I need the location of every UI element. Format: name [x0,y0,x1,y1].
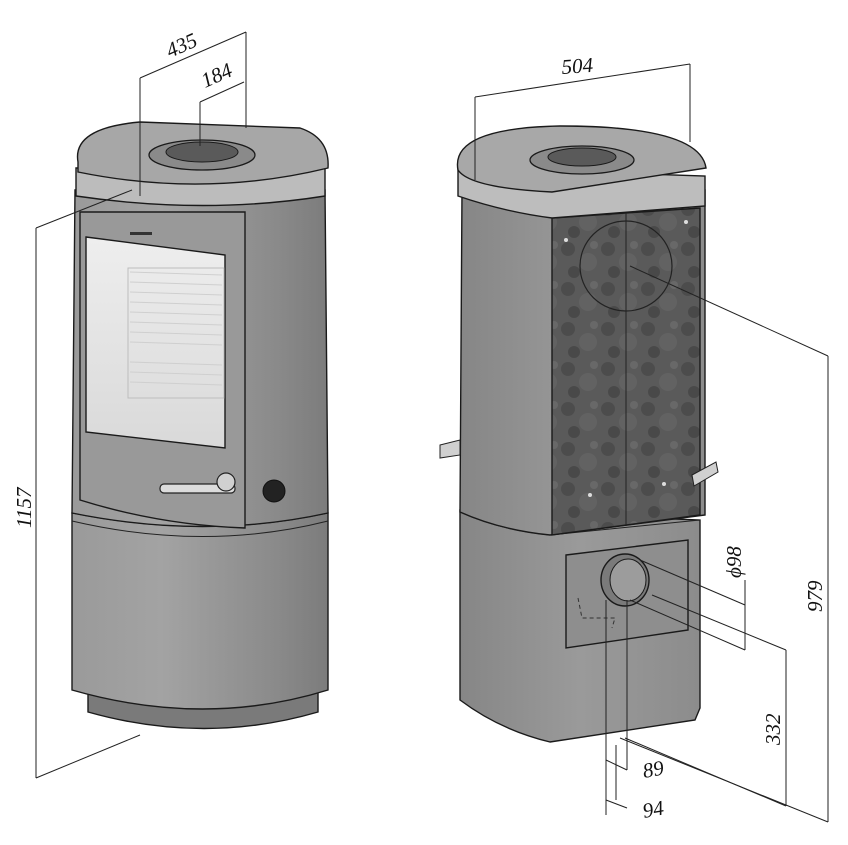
dim-back-width-total: 504 [561,53,595,79]
dim-back-offset-89: 89 [641,756,666,783]
dim-back-flue-height: 979 [803,580,827,612]
back-left-handle [439,439,461,459]
front-lower-body [71,512,329,710]
front-door-handle [159,472,236,494]
dim-front-flue-offset: 184 [197,58,236,93]
back-dimensions: 504 979 ϕ98 332 89 94 [474,53,829,823]
back-panel-screws [564,220,688,497]
back-flue-collar [529,145,635,175]
dim-back-offset-94: 94 [641,796,666,823]
back-stove-view [439,125,719,743]
dim-back-inlet-height: 332 [761,713,785,746]
back-right-handle [691,461,719,487]
dim-front-width-total: 435 [162,28,201,63]
front-flue-collar [148,139,256,171]
dim-front-height-total: 1157 [12,486,36,528]
back-flue-knockout [579,220,673,312]
front-door-logo [130,232,152,235]
front-stove-view [71,121,329,730]
front-air-control-knob [262,479,286,503]
front-baffle-lines [129,271,223,386]
dim-back-flue-diameter: ϕ98 [722,546,746,578]
back-air-inlet-pipe [600,553,650,607]
